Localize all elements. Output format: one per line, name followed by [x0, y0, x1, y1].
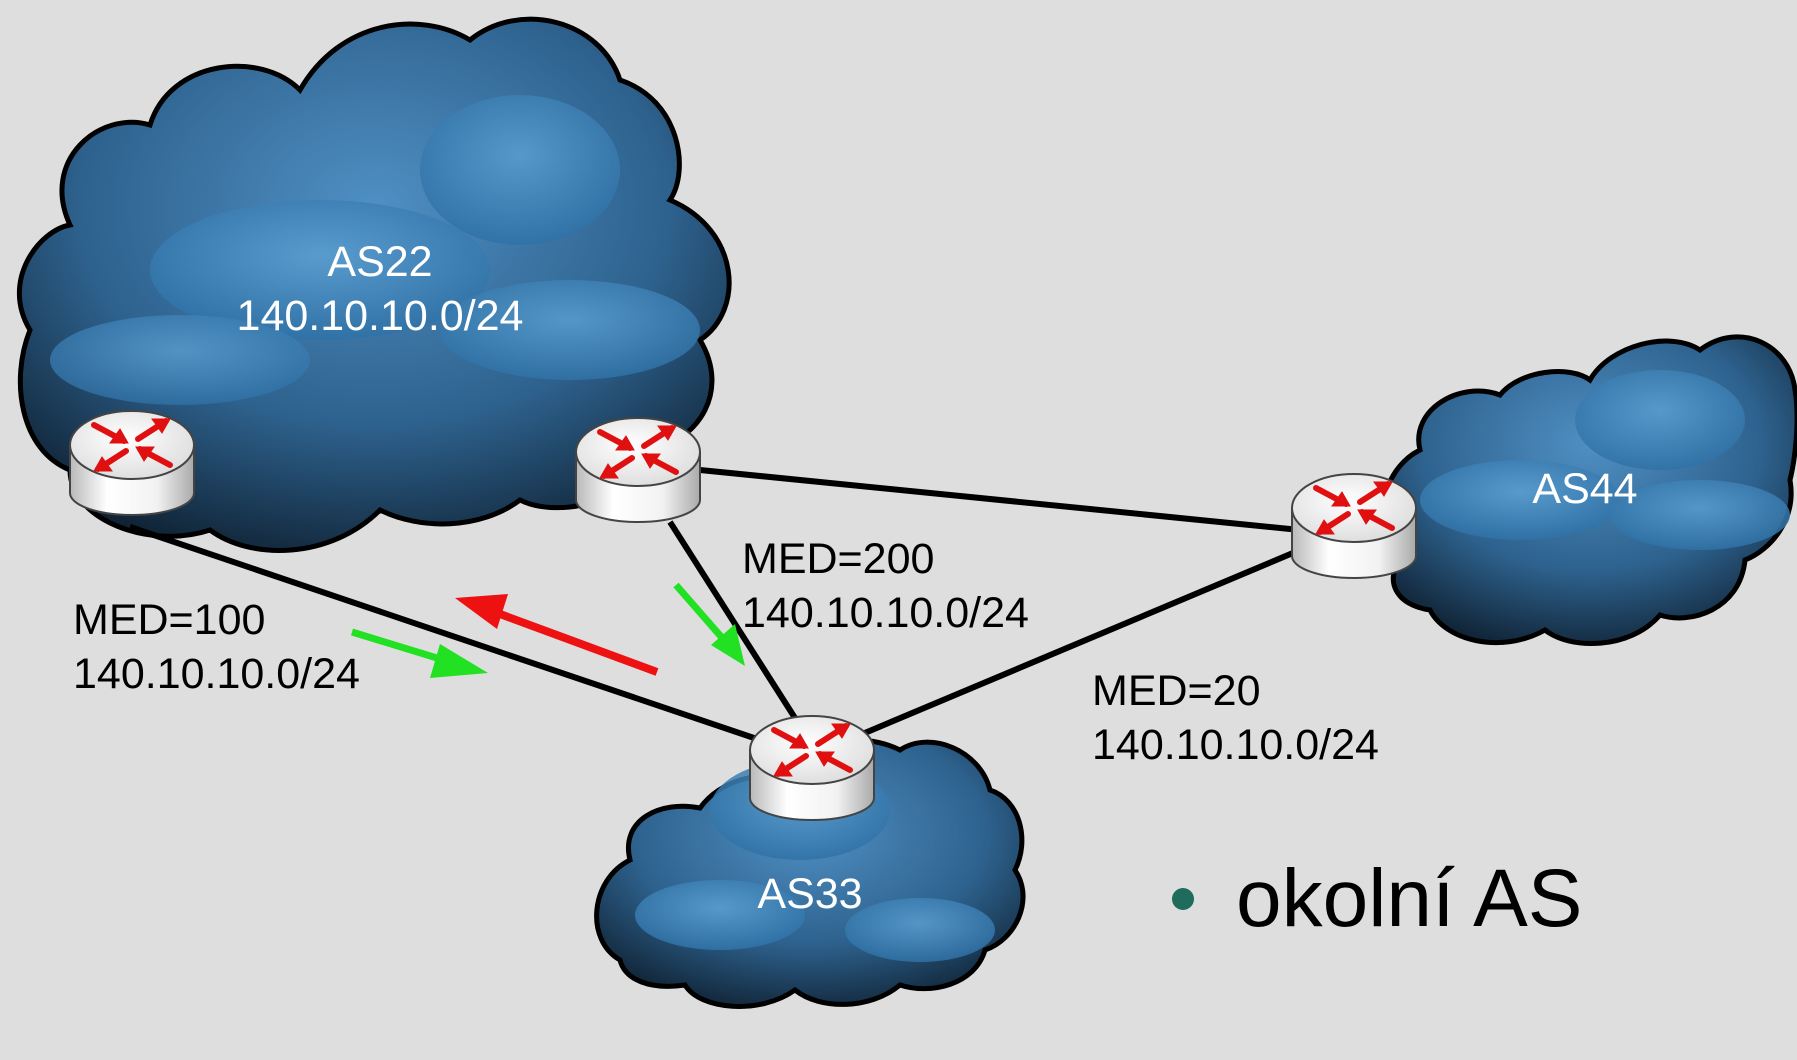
as22-label: AS22 140.10.10.0/24 [210, 235, 550, 343]
link-as22-right-as33 [667, 520, 798, 720]
link-as22-left-as33 [129, 524, 761, 743]
bullet-dot-icon [1172, 888, 1194, 910]
router-icon-as22-right [576, 418, 700, 522]
router-icon-as33 [750, 716, 874, 820]
as22-name: AS22 [327, 238, 433, 286]
cloud-icon-as44 [1380, 334, 1797, 646]
med-prefix: 140.10.10.0/24 [742, 589, 1029, 637]
router-icon-as44 [1292, 474, 1416, 578]
bullet-text: okolní AS [1236, 853, 1583, 944]
as22-prefix: 140.10.10.0/24 [236, 292, 524, 340]
med-prefix: 140.10.10.0/24 [73, 650, 360, 698]
med-label-middle: MED=200 140.10.10.0/24 [742, 532, 1029, 640]
med-label-left: MED=100 140.10.10.0/24 [73, 593, 360, 701]
advertise-arrow-left [350, 628, 488, 678]
advertise-arrow-right [673, 582, 745, 666]
med-value: MED=200 [742, 535, 935, 583]
med-value: MED=20 [1092, 667, 1261, 715]
link-as44-as33 [858, 547, 1302, 738]
traffic-arrow [455, 594, 659, 676]
link-lines [129, 467, 1302, 743]
router-icon-as22-left [70, 411, 194, 515]
med-prefix: 140.10.10.0/24 [1092, 721, 1379, 769]
cloud-icon-as22 [16, 16, 732, 553]
as33-name: AS33 [757, 870, 863, 918]
med-label-right: MED=20 140.10.10.0/24 [1092, 664, 1379, 772]
as44-name: AS44 [1532, 465, 1638, 513]
bullet-item: okolní AS [1172, 852, 1582, 946]
med-value: MED=100 [73, 596, 266, 644]
link-as22-as44 [699, 467, 1301, 533]
